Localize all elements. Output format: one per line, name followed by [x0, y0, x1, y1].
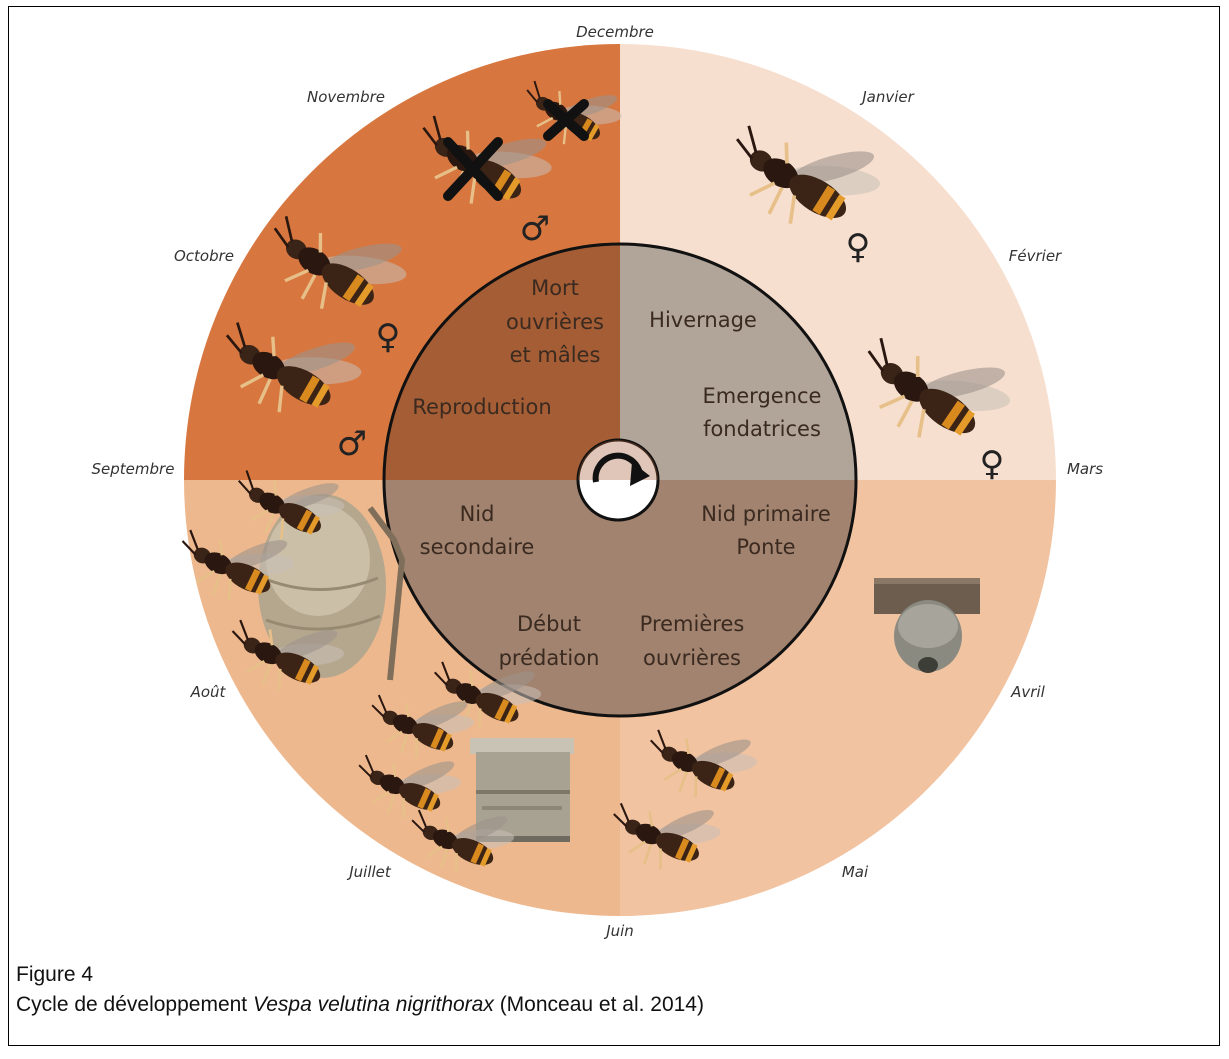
figure-number: Figure 4	[16, 960, 1206, 990]
month-june: Juin	[603, 922, 634, 940]
stage-death-line1: Mort	[531, 276, 579, 300]
stage-primary-nest-line2: Ponte	[736, 535, 795, 559]
stage-first-workers-line2: ouvrières	[643, 646, 741, 670]
male-symbol: ♂	[337, 424, 367, 464]
female-symbol: ♀	[846, 227, 871, 267]
female-symbol: ♀	[376, 317, 401, 357]
female-symbol: ♀	[980, 444, 1005, 484]
stage-secondary-nest-line2: secondaire	[420, 535, 535, 559]
month-november: Novembre	[307, 88, 385, 106]
month-january: Janvier	[859, 88, 914, 106]
male-symbol: ♂	[520, 209, 550, 249]
month-september: Septembre	[92, 460, 175, 478]
stage-predation-line1: Début	[517, 612, 581, 636]
stage-predation-line2: prédation	[499, 646, 600, 670]
month-december: Decembre	[576, 23, 654, 41]
figure-description: Cycle de développement Vespa velutina ni…	[16, 990, 1206, 1020]
cycle-arrow-icon	[578, 440, 658, 520]
stage-reproduction: Reproduction	[412, 395, 551, 419]
month-october: Octobre	[174, 247, 234, 265]
month-july: Juillet	[346, 863, 392, 881]
stage-first-workers-line1: Premières	[640, 612, 745, 636]
month-august: Août	[190, 683, 227, 701]
month-april: Avril	[1010, 683, 1045, 701]
species-name: Vespa velutina nigrithorax	[253, 993, 494, 1016]
figure-caption: Figure 4 Cycle de développement Vespa ve…	[16, 960, 1206, 1020]
month-may: Mai	[842, 863, 869, 881]
stage-emergence-line1: Emergence	[703, 384, 822, 408]
stage-secondary-nest-line1: Nid	[460, 502, 495, 526]
stage-primary-nest-line1: Nid primaire	[701, 502, 831, 526]
month-february: Février	[1009, 247, 1062, 265]
stage-death-line2: ouvrières	[506, 310, 604, 334]
stage-emergence-line2: fondatrices	[703, 417, 821, 441]
month-march: Mars	[1067, 460, 1103, 478]
stage-hibernation: Hivernage	[649, 308, 757, 332]
stage-death-line3: et mâles	[510, 343, 601, 367]
